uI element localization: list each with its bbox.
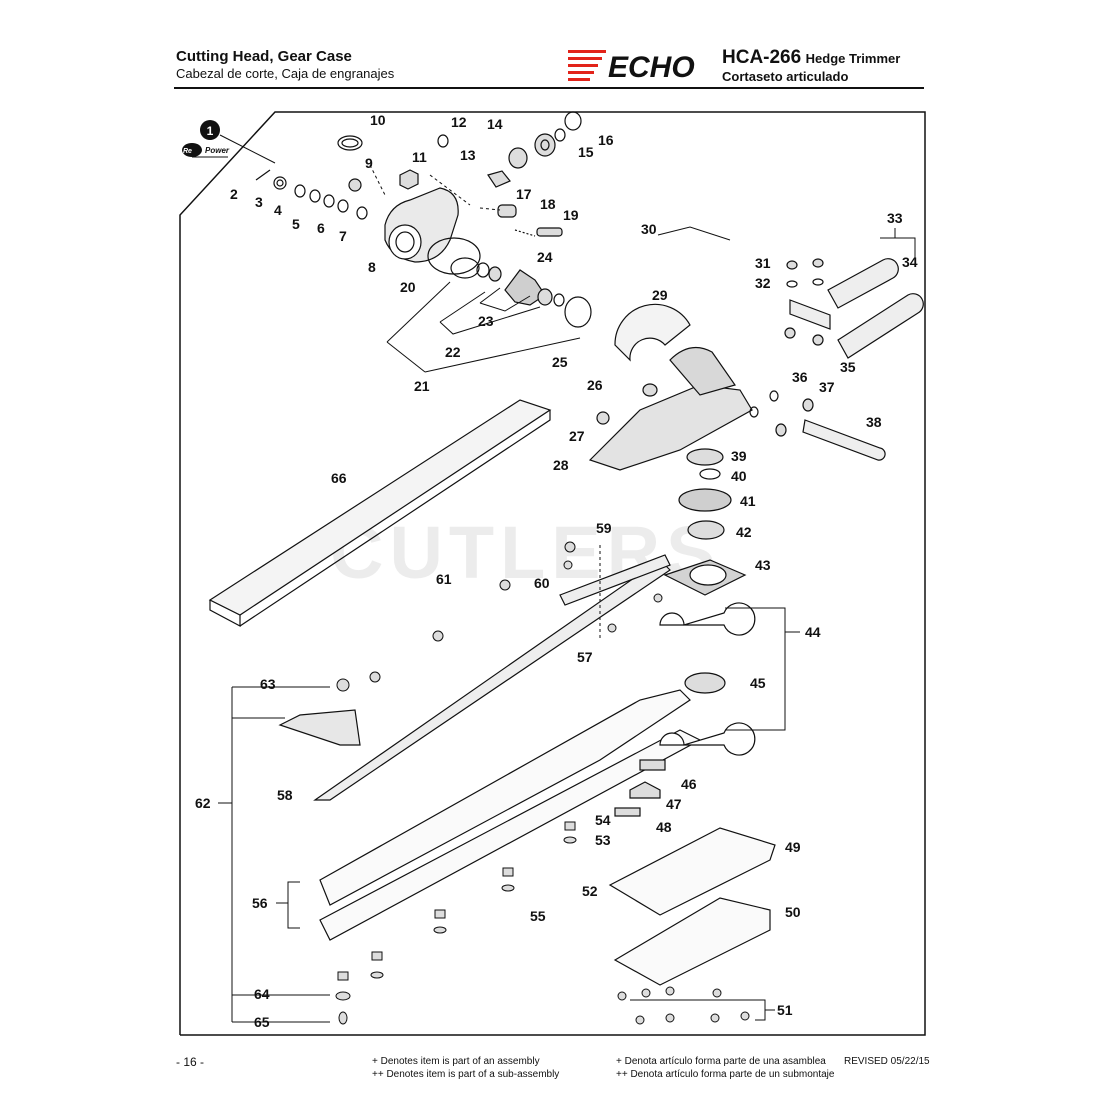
callout-19: 19 <box>563 207 579 223</box>
callout-52: 52 <box>582 883 598 899</box>
callout-54: 54 <box>595 812 611 828</box>
callout-46: 46 <box>681 776 697 792</box>
callout-13: 13 <box>460 147 476 163</box>
page-title: Cutting Head, Gear Case <box>176 48 352 65</box>
callout-28: 28 <box>553 457 569 473</box>
callout-2: 2 <box>230 186 238 202</box>
repower-number: 1 <box>207 124 214 138</box>
callout-17: 17 <box>516 186 532 202</box>
callout-47: 47 <box>666 796 682 812</box>
repower-badge: 1 Re Power <box>182 120 276 164</box>
blade-assembly <box>278 554 776 986</box>
callout-41: 41 <box>740 493 756 509</box>
footer-notes-en: + Denotes item is part of an assembly ++… <box>372 1055 559 1081</box>
callout-21: 21 <box>414 378 430 394</box>
callout-23: 23 <box>478 313 494 329</box>
callout-30: 30 <box>641 221 657 237</box>
callout-34: 34 <box>902 254 918 270</box>
callout-53: 53 <box>595 832 611 848</box>
callout-64: 64 <box>254 986 270 1002</box>
note-es-1: + Denota artículo forma parte de una asa… <box>616 1056 826 1067</box>
callout-43: 43 <box>755 557 771 573</box>
callout-numbers: 2 3 4 5 6 7 8 9 10 11 12 13 14 15 16 17 … <box>195 112 918 1030</box>
callout-44: 44 <box>805 624 821 640</box>
callout-24: 24 <box>537 249 553 265</box>
callout-7: 7 <box>339 228 347 244</box>
header-left: Cutting Head, Gear Case Cabezal de corte… <box>176 48 394 82</box>
callout-27: 27 <box>569 428 585 444</box>
page-subtitle: Cabezal de corte, Caja de engranajes <box>176 66 395 81</box>
note-en-2: ++ Denotes item is part of a sub-assembl… <box>372 1069 560 1080</box>
callout-38: 38 <box>866 414 882 430</box>
revision-date: REVISED 05/22/15 <box>844 1056 930 1067</box>
callout-42: 42 <box>736 524 752 540</box>
callout-49: 49 <box>785 839 801 855</box>
callout-56: 56 <box>252 895 268 911</box>
callout-15: 15 <box>578 144 594 160</box>
callout-48: 48 <box>656 819 672 835</box>
callout-59: 59 <box>596 520 612 536</box>
callout-33: 33 <box>887 210 903 226</box>
callout-37: 37 <box>819 379 835 395</box>
note-en-1: + Denotes item is part of an assembly <box>372 1056 540 1067</box>
callout-31: 31 <box>755 255 771 271</box>
svg-text:Power: Power <box>205 146 230 155</box>
callout-61: 61 <box>436 571 452 587</box>
model-description: Hedge Trimmer <box>805 51 901 66</box>
callout-45: 45 <box>750 675 766 691</box>
callout-50: 50 <box>785 904 801 920</box>
callout-14: 14 <box>487 116 503 132</box>
callout-60: 60 <box>534 575 550 591</box>
page-number: - 16 - <box>176 1055 205 1069</box>
callout-6: 6 <box>317 220 325 236</box>
callout-65: 65 <box>254 1014 270 1030</box>
blade-guide-bar <box>208 399 552 627</box>
header-rule <box>174 87 924 89</box>
callout-22: 22 <box>445 344 461 360</box>
callout-58: 58 <box>277 787 293 803</box>
callout-10: 10 <box>370 112 386 128</box>
callout-8: 8 <box>368 259 376 275</box>
diagram-frame <box>179 111 926 1036</box>
model-block: HCA-266 Hedge Trimmer Cortaseto articula… <box>722 47 900 84</box>
callout-36: 36 <box>792 369 808 385</box>
callout-57: 57 <box>577 649 593 665</box>
callout-4: 4 <box>274 202 282 218</box>
echo-logo: ECHO <box>566 46 716 87</box>
callout-3: 3 <box>255 194 263 210</box>
callout-29: 29 <box>652 287 668 303</box>
callout-16: 16 <box>598 132 614 148</box>
housing-group <box>588 258 924 596</box>
callout-35: 35 <box>840 359 856 375</box>
callout-9: 9 <box>365 155 373 171</box>
callout-39: 39 <box>731 448 747 464</box>
callout-18: 18 <box>540 196 556 212</box>
model-number: HCA-266 <box>722 47 802 68</box>
callout-5: 5 <box>292 216 300 232</box>
gear-case-group <box>255 111 592 328</box>
callout-51: 51 <box>777 1002 793 1018</box>
svg-text:Re: Re <box>183 148 192 155</box>
callout-25: 25 <box>552 354 568 370</box>
callout-32: 32 <box>755 275 771 291</box>
note-es-2: ++ Denota artículo forma parte de un sub… <box>616 1069 835 1080</box>
callout-20: 20 <box>400 279 416 295</box>
callout-11: 11 <box>412 149 427 165</box>
callout-66: 66 <box>331 470 347 486</box>
model-description-es: Cortaseto articulado <box>722 69 849 84</box>
footer-notes-es: + Denota artículo forma parte de una asa… <box>616 1055 834 1081</box>
callout-62: 62 <box>195 795 211 811</box>
callout-40: 40 <box>731 468 747 484</box>
callout-12: 12 <box>451 114 467 130</box>
callout-63: 63 <box>260 676 276 692</box>
callout-55: 55 <box>530 908 546 924</box>
brand-wordmark: ECHO <box>608 51 695 82</box>
callout-26: 26 <box>587 377 603 393</box>
